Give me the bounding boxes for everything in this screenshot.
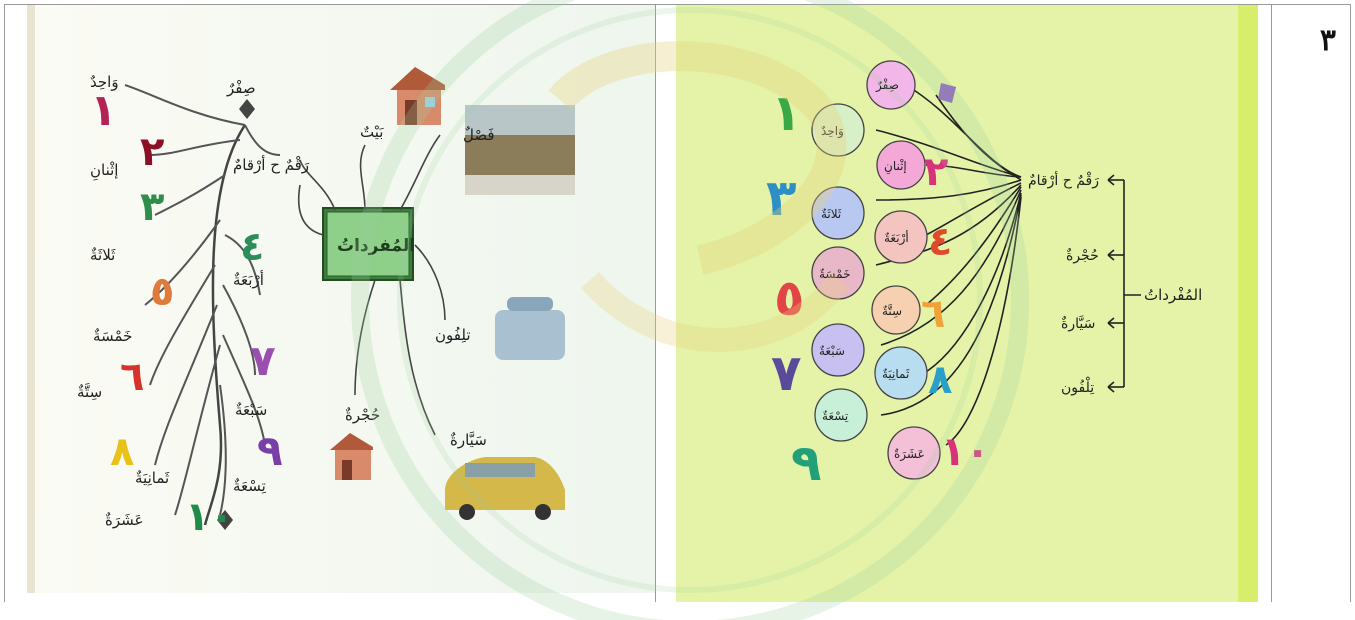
- right-big-digit-1: ١: [771, 84, 802, 142]
- left-word-4: أرْبَعَةٌ: [233, 270, 264, 289]
- left-word-zero: صِفْرٌ: [226, 79, 256, 97]
- left-word-6: سِتَّةٌ: [77, 383, 102, 401]
- vocabulary-mindmap-student-drawing: صِفْرٌ وَاحِدٌ إثْنانِ ثَلاثَةٌ أرْبَعَة…: [656, 5, 1271, 602]
- left-word-5: خَمْسَةٌ: [93, 327, 132, 345]
- right-circle-word-10: عَشَرَةٌ: [894, 447, 925, 462]
- left-digit-7: ٧: [250, 336, 276, 385]
- right-small-digit-4: ٤: [928, 219, 952, 265]
- left-digit-4: ٤: [240, 224, 264, 270]
- row-number: ٣: [1320, 23, 1336, 58]
- right-root-label: المُفْرداتُ: [1144, 286, 1202, 304]
- right-branch-room: حُجْرةٌ: [1066, 248, 1099, 264]
- left-branch-room: حُجْرةٌ: [345, 406, 380, 424]
- right-big-digit-9: ٩: [791, 434, 822, 492]
- left-digit-10: ١٠: [185, 494, 234, 540]
- left-digit-1: ١: [90, 85, 117, 136]
- left-branch-telephone: تلِفُون: [435, 326, 471, 344]
- left-center-label: المُفرداتُ: [337, 236, 415, 256]
- left-branch-house: بَيْتٌ: [360, 123, 384, 141]
- left-digit-6: ٦: [120, 354, 144, 400]
- left-word-9: تِسْعَةٌ: [233, 477, 266, 495]
- left-digit-3: ٣: [140, 184, 164, 230]
- right-big-digit-3: ٣: [766, 169, 797, 227]
- row-number-cell: ٣: [1272, 5, 1351, 602]
- right-circle-word-6: سِتَّةٌ: [882, 303, 902, 318]
- left-word-3: ثَلاثَةٌ: [90, 246, 116, 264]
- left-word-7: سَبْعَةٌ: [235, 401, 267, 419]
- left-digit-8: ٨: [110, 429, 134, 475]
- left-branch-car: سَيَّارةٌ: [450, 431, 487, 449]
- left-image-cell: ١ ٢ ٣ ٤ ٥ ٦ ٧ ٨ ٩ ١٠ وَاحِدٌ صِفْرٌ إثْن…: [5, 5, 656, 602]
- right-circle-word-5: خَمْسَةٌ: [819, 267, 851, 281]
- right-circle-word-7: سَبْعَةٌ: [819, 344, 845, 358]
- left-word-8: ثَمانِيَةٌ: [135, 469, 169, 487]
- left-word-2: إثْنانِ: [90, 161, 118, 181]
- right-branch-numbers: رَقْمٌ ح أرْقامٌ: [1028, 171, 1100, 189]
- right-small-digit-2: ٢: [924, 149, 948, 195]
- left-word-10: عَشَرَةٌ: [105, 511, 143, 529]
- right-circle-word-4: أرْبَعَةٌ: [884, 230, 909, 246]
- right-circle-word-3: ثَلاثَةٌ: [821, 207, 842, 221]
- right-branch-telephone: تِلْفُون: [1061, 377, 1095, 396]
- right-circle-word-8: ثَمانِيَةٌ: [882, 367, 910, 381]
- document-table: ١ ٢ ٣ ٤ ٥ ٦ ٧ ٨ ٩ ١٠ وَاحِدٌ صِفْرٌ إثْن…: [4, 4, 1351, 602]
- vocabulary-mindmap-illustration: ١ ٢ ٣ ٤ ٥ ٦ ٧ ٨ ٩ ١٠ وَاحِدٌ صِفْرٌ إثْن…: [5, 5, 655, 602]
- right-small-digit-10: ١٠: [941, 429, 990, 475]
- right-big-digit-7: ٧: [771, 344, 802, 402]
- right-circle-word-2: إثْنانِ: [884, 158, 907, 174]
- left-digit-9: ٩: [257, 426, 283, 475]
- left-word-1: وَاحِدٌ: [90, 73, 119, 91]
- left-digit-5: ٥: [150, 269, 174, 315]
- right-small-digit-6: ٦: [921, 291, 945, 337]
- right-big-digit-5: ٥: [774, 269, 805, 327]
- right-circle-word-1: وَاحِدٌ: [821, 124, 844, 139]
- right-small-digit-8: ٨: [928, 357, 952, 403]
- right-circle-word-0: صِفْرٌ: [875, 78, 899, 93]
- right-branch-car: سَيَّارةٌ: [1061, 315, 1095, 332]
- left-digit-2: ٢: [140, 129, 164, 175]
- left-branch-class: فَصْلٌ: [463, 126, 495, 144]
- left-branch-numbers: رَقْمٌ ح أرْقامٌ: [233, 155, 309, 174]
- right-circle-word-9: تِسْعَةٌ: [822, 409, 849, 423]
- right-image-cell: صِفْرٌ وَاحِدٌ إثْنانِ ثَلاثَةٌ أرْبَعَة…: [656, 5, 1272, 602]
